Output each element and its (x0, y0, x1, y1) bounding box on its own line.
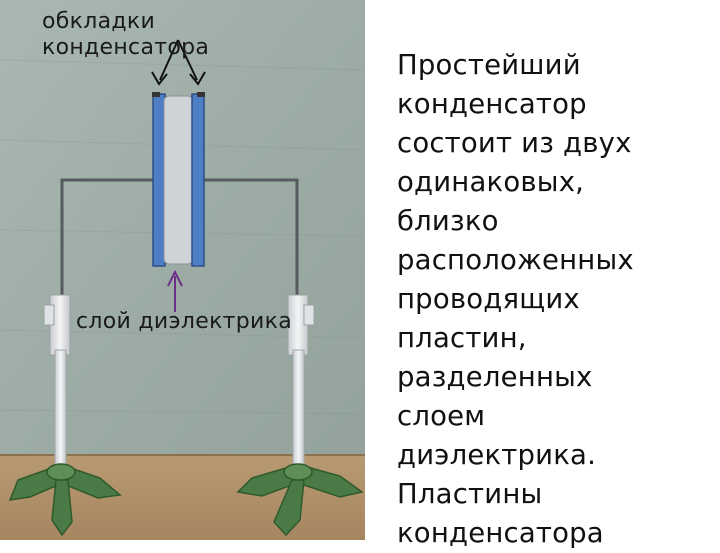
dielectric-layer (163, 95, 194, 265)
right-stand (287, 294, 315, 471)
capacitor-photo: обкладки конденсатора слой диэлектрика (0, 0, 365, 540)
capacitor-illustration (0, 0, 365, 540)
left-wire (60, 178, 153, 300)
left-base (8, 463, 122, 537)
plates-label: обкладки конденсатора (42, 9, 210, 60)
dielectric-label: слой диэлектрика (76, 309, 293, 334)
capacitor (152, 92, 205, 267)
dielectric-arrow (167, 269, 183, 312)
right-wire (204, 178, 299, 300)
right-plate (191, 93, 205, 267)
right-base (236, 463, 364, 537)
description-text: Простейший конденсатор состоит из двух о… (397, 49, 634, 549)
plate-arrows (151, 39, 206, 86)
left-plate (152, 93, 166, 267)
